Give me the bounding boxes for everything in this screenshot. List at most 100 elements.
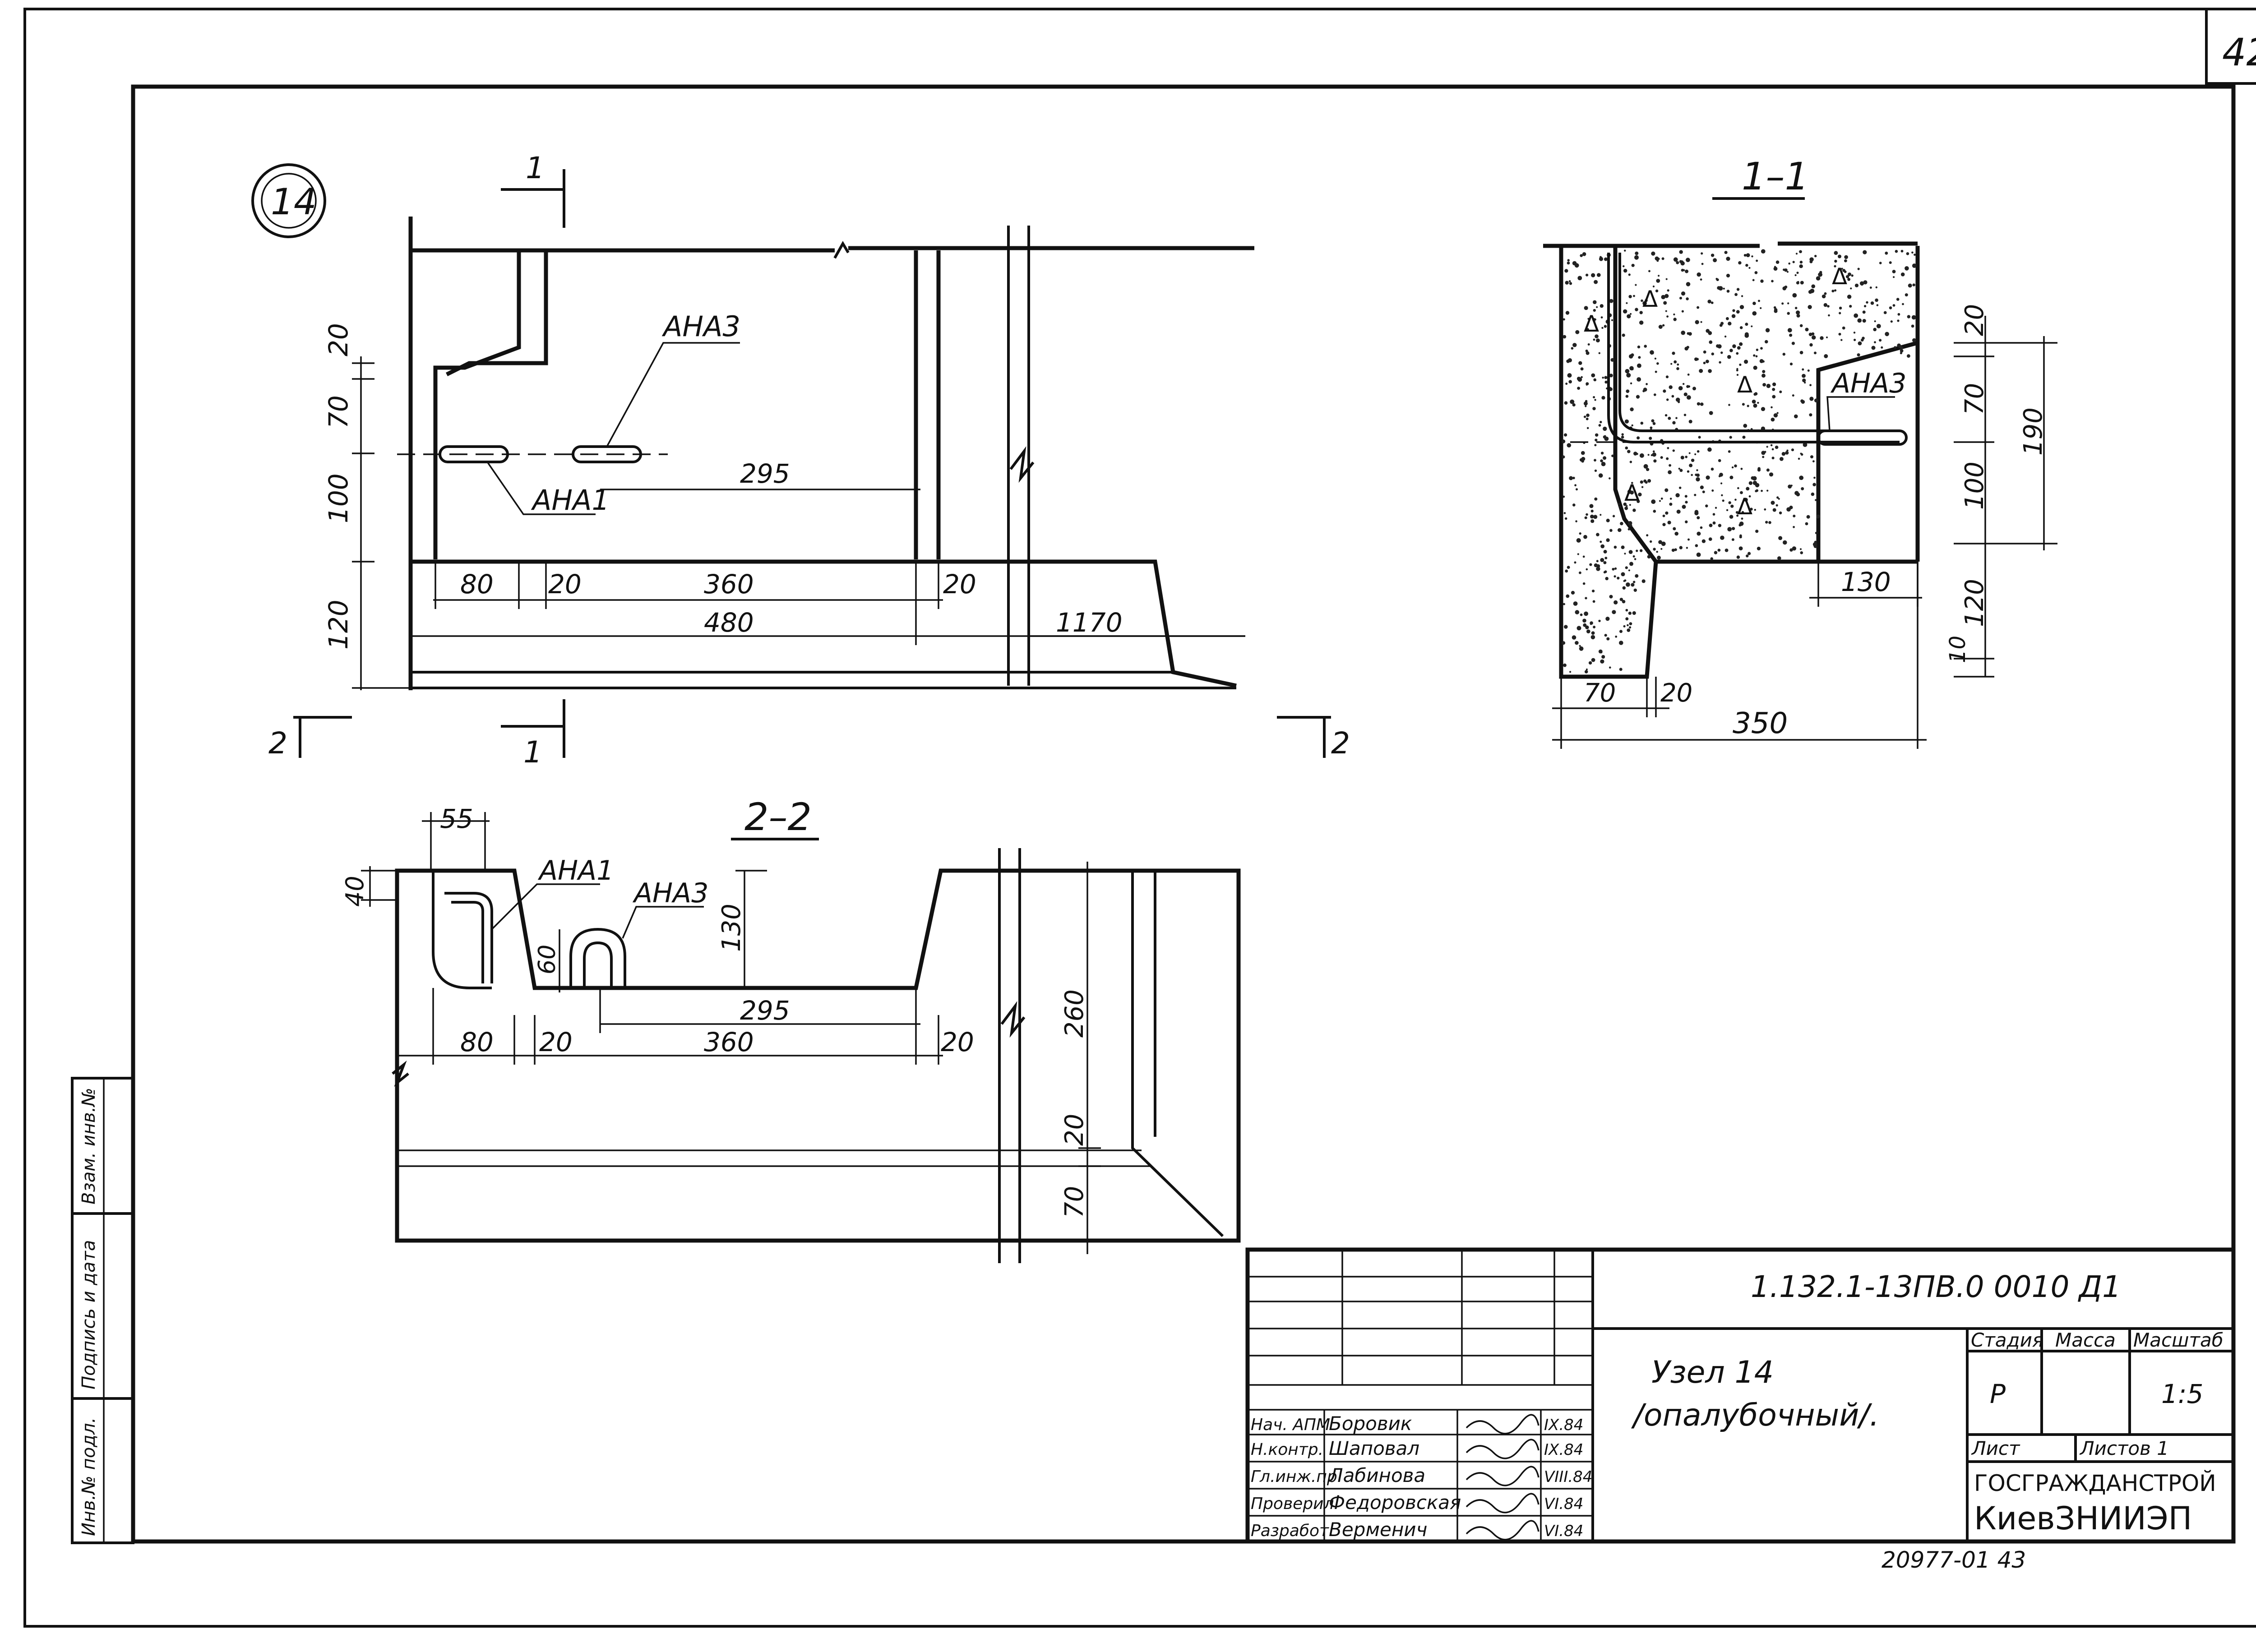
section-1-1-dim-70b: 70 — [1584, 678, 1616, 708]
concrete-dot — [1609, 666, 1611, 669]
concrete-dot — [1629, 524, 1632, 527]
concrete-dot — [1685, 520, 1688, 524]
concrete-dot — [1799, 260, 1803, 264]
concrete-dot — [1751, 255, 1753, 258]
concrete-dot — [1792, 546, 1797, 551]
concrete-dot — [1662, 324, 1665, 327]
concrete-dot — [1863, 280, 1868, 285]
concrete-dot — [1641, 299, 1643, 302]
concrete-dot — [1577, 276, 1582, 281]
concrete-dot — [1875, 298, 1878, 302]
section-2-2: 2–2 AHA1 AHA3 55 40 60 130 295 8 — [341, 795, 1241, 1263]
concrete-dot — [1632, 611, 1636, 615]
concrete-dot — [1668, 470, 1672, 475]
concrete-dot — [1637, 345, 1641, 349]
concrete-dot — [1762, 360, 1765, 363]
concrete-dot — [1565, 383, 1568, 385]
concrete-dot — [1606, 637, 1610, 641]
concrete-dot — [1685, 456, 1687, 458]
concrete-dot — [1741, 517, 1743, 520]
concrete-dot — [1874, 320, 1876, 323]
concrete-dot — [1780, 457, 1784, 461]
concrete-dot — [1812, 460, 1815, 462]
concrete-dot — [1847, 277, 1850, 281]
concrete-dot — [1655, 370, 1657, 373]
concrete-dot — [1792, 293, 1797, 298]
concrete-dot — [1853, 332, 1856, 334]
concrete-dot — [1771, 417, 1775, 422]
plan-cut-2-left: 2 — [268, 726, 287, 761]
concrete-dot — [1838, 332, 1841, 336]
concrete-dot — [1563, 495, 1565, 498]
side-stamp: Взам. инв.№ Подпись и дата Инв.№ подл. — [71, 1077, 134, 1544]
concrete-dot — [1628, 295, 1632, 299]
concrete-dot — [1796, 310, 1800, 315]
concrete-dot — [1818, 272, 1823, 277]
concrete-dot — [1568, 380, 1572, 383]
concrete-dot — [1905, 293, 1908, 297]
concrete-dot — [1613, 545, 1617, 549]
section-2-2-dim-20b: 20 — [941, 1027, 974, 1057]
concrete-dot — [1697, 402, 1701, 406]
concrete-dot — [1586, 417, 1589, 420]
concrete-dot — [1907, 315, 1910, 318]
concrete-dot — [1744, 360, 1747, 363]
concrete-dot — [1628, 273, 1631, 276]
concrete-dot — [1604, 325, 1607, 328]
concrete-dot — [1702, 490, 1705, 494]
concrete-dot — [1691, 458, 1695, 462]
concrete-dot — [1777, 556, 1781, 560]
concrete-dot — [1659, 500, 1661, 502]
concrete-dot — [1603, 426, 1607, 431]
concrete-dot — [1621, 572, 1625, 577]
concrete-dot — [1642, 301, 1647, 306]
concrete-dot — [1594, 459, 1596, 462]
concrete-dot — [1864, 305, 1867, 308]
concrete-dot — [1708, 537, 1712, 541]
concrete-dot — [1788, 262, 1790, 265]
concrete-dot — [1774, 266, 1776, 268]
concrete-dot — [1639, 311, 1643, 314]
plan-view: AHA3 AHA1 20 70 100 120 295 80 20 360 20… — [268, 151, 1350, 770]
concrete-dot — [1602, 377, 1604, 379]
concrete-dot — [1685, 501, 1688, 504]
concrete-dot — [1624, 419, 1629, 424]
concrete-dot — [1685, 269, 1689, 273]
concrete-dot — [1580, 254, 1583, 257]
concrete-dot — [1715, 507, 1717, 509]
concrete-dot — [1731, 538, 1734, 541]
section-1-1-dim-10: 10 — [1945, 636, 1970, 663]
concrete-dot — [1729, 349, 1733, 352]
concrete-dot — [1665, 511, 1669, 515]
concrete-dot — [1569, 476, 1573, 480]
concrete-dot — [1651, 419, 1655, 423]
concrete-dot — [1711, 352, 1714, 355]
concrete-dot — [1796, 314, 1800, 318]
concrete-dot — [1697, 516, 1700, 520]
concrete-dot — [1600, 316, 1603, 318]
concrete-dot — [1686, 346, 1689, 349]
concrete-dot — [1754, 271, 1758, 274]
concrete-dot — [1729, 436, 1732, 439]
concrete-dot — [1626, 505, 1628, 507]
concrete-dot — [1905, 266, 1909, 271]
concrete-dot — [1713, 258, 1717, 263]
concrete-dot — [1592, 590, 1595, 593]
section-2-2-dim-360: 360 — [704, 1027, 754, 1057]
concrete-dot — [1813, 476, 1816, 479]
concrete-dot — [1593, 300, 1597, 305]
concrete-dot — [1600, 459, 1603, 462]
concrete-dot — [1604, 376, 1608, 379]
concrete-dot — [1643, 479, 1647, 483]
concrete-dot — [1581, 451, 1585, 455]
concrete-dot — [1577, 377, 1582, 382]
concrete-dot — [1617, 577, 1620, 580]
concrete-dot — [1651, 352, 1654, 355]
concrete-dot — [1736, 374, 1739, 376]
concrete-dot — [1761, 374, 1766, 378]
section-1-1-tri-1: Δ — [1642, 286, 1658, 312]
concrete-dot — [1781, 302, 1784, 305]
concrete-dot — [1885, 332, 1889, 337]
person-role: Нач. АПМ — [1251, 1416, 1330, 1434]
concrete-dot — [1604, 380, 1608, 384]
